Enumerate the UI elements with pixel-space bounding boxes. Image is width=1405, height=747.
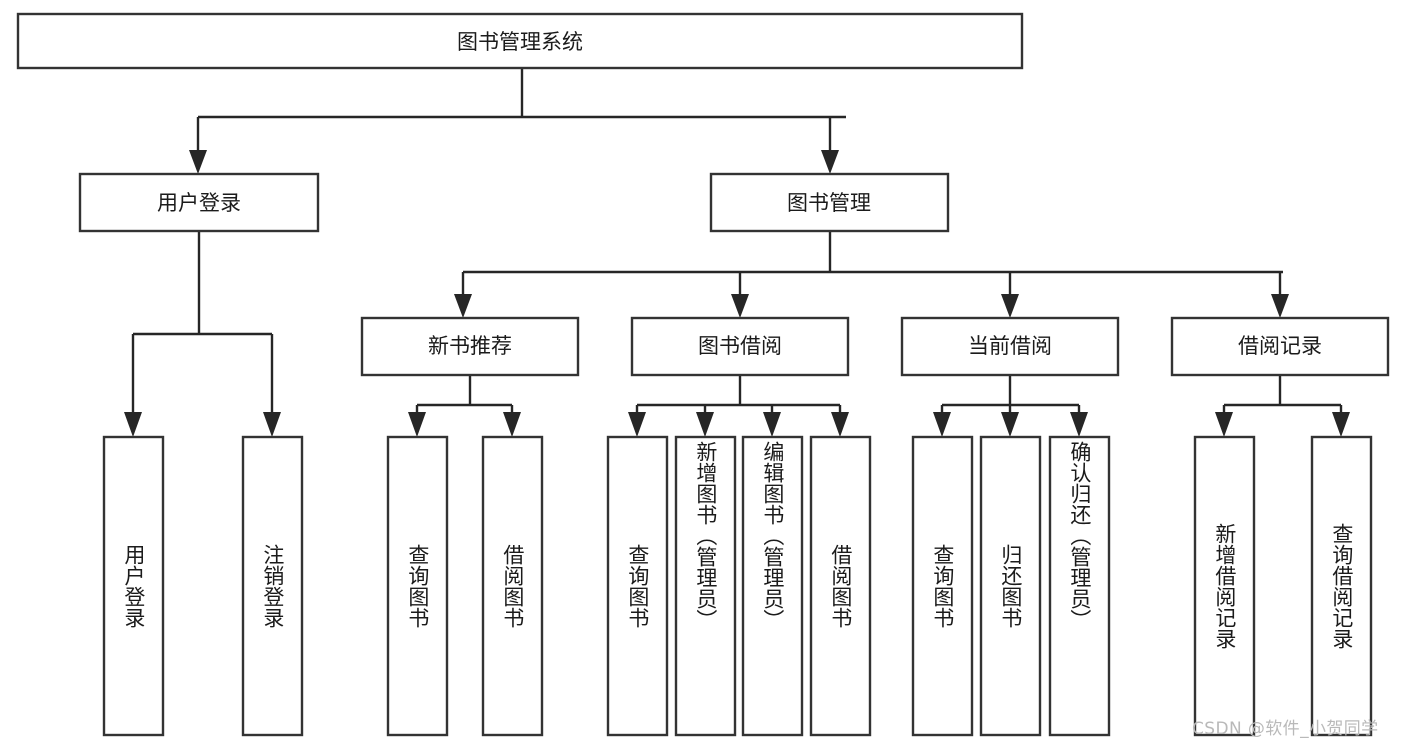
arrow-to-leaf-query-record — [1332, 412, 1350, 437]
arrow-to-leaf-return-book — [1001, 412, 1019, 437]
node-book-borrow-box[interactable] — [630, 316, 850, 377]
arrow-to-leaf-borrow-book-1 — [503, 412, 521, 437]
node-new-book-rec-box[interactable] — [360, 316, 580, 377]
node-book-mgmt-box[interactable] — [709, 172, 950, 233]
node-root-label: 图书管理系统 — [457, 30, 583, 54]
node-new-book-rec[interactable]: 新书推荐 — [360, 316, 580, 377]
edge-group-newbookrec-to-leaves — [408, 375, 521, 437]
node-user-login[interactable]: 用户登录 — [78, 172, 320, 233]
node-root[interactable]: 图书管理系统 — [16, 12, 1024, 70]
arrow-to-current-borrow — [1001, 294, 1019, 318]
arrow-to-leaf-user-login — [124, 412, 142, 437]
node-current-borrow-label: 当前借阅 — [968, 334, 1052, 358]
node-root-box[interactable] — [16, 12, 1024, 70]
node-user-login-label: 用户登录 — [157, 191, 241, 215]
edge-group-userlogin-to-leaves — [124, 231, 281, 437]
node-user-login-box[interactable] — [78, 172, 320, 233]
node-current-borrow[interactable]: 当前借阅 — [900, 316, 1120, 377]
arrow-to-leaf-borrow-book-2 — [831, 412, 849, 437]
edge-group-borrowrecord-to-leaves — [1215, 375, 1350, 437]
arrow-to-leaf-add-record — [1215, 412, 1233, 437]
node-new-book-rec-label: 新书推荐 — [428, 334, 512, 358]
leaf-add-record-box[interactable] — [1193, 435, 1256, 737]
leaf-edit-book-box[interactable] — [741, 435, 804, 737]
arrow-to-leaf-query-book-1 — [408, 412, 426, 437]
arrow-to-book-mgmt — [821, 150, 839, 174]
arrow-to-new-book-rec — [454, 294, 472, 318]
csdn-watermark: CSDN @软件_小贺同学 — [1192, 719, 1379, 739]
node-borrow-record-box[interactable] — [1170, 316, 1390, 377]
arrow-to-user-login — [189, 150, 207, 174]
arrow-to-leaf-logout — [263, 412, 281, 437]
edge-group-currentborrow-to-leaves — [933, 375, 1088, 437]
node-book-borrow-label: 图书借阅 — [698, 334, 782, 358]
node-current-borrow-box[interactable] — [900, 316, 1120, 377]
arrow-to-leaf-confirm-return — [1070, 412, 1088, 437]
leaf-confirm-return-box[interactable] — [1048, 435, 1111, 737]
node-borrow-record-label: 借阅记录 — [1238, 334, 1322, 358]
leaf-logout-box[interactable] — [241, 435, 304, 737]
leaf-borrow-book-1-box[interactable] — [481, 435, 544, 737]
leaf-add-book-box[interactable] — [674, 435, 737, 737]
leaf-borrow-book-2-box[interactable] — [809, 435, 872, 737]
arrow-to-book-borrow — [731, 294, 749, 318]
leaf-query-book-1-box[interactable] — [386, 435, 449, 737]
arrow-to-leaf-edit-book — [763, 412, 781, 437]
leaf-query-record-box[interactable] — [1310, 435, 1373, 737]
arrow-to-borrow-record — [1271, 294, 1289, 318]
arrow-to-leaf-query-book-2 — [628, 412, 646, 437]
leaf-return-book-box[interactable] — [979, 435, 1042, 737]
edge-group-bookborrow-to-leaves — [628, 375, 849, 437]
leaf-query-book-3-box[interactable] — [911, 435, 974, 737]
leaf-user-login-box[interactable] — [102, 435, 165, 737]
edge-group-bookmgmt-to-level3 — [454, 231, 1289, 318]
node-book-mgmt-label: 图书管理 — [787, 191, 871, 215]
node-borrow-record[interactable]: 借阅记录 — [1170, 316, 1390, 377]
node-book-mgmt[interactable]: 图书管理 — [709, 172, 950, 233]
leaf-query-book-2-box[interactable] — [606, 435, 669, 737]
node-book-borrow[interactable]: 图书借阅 — [630, 316, 850, 377]
arrow-to-leaf-add-book — [696, 412, 714, 437]
edge-group-root-to-level2 — [189, 68, 846, 174]
arrow-to-leaf-query-book-3 — [933, 412, 951, 437]
